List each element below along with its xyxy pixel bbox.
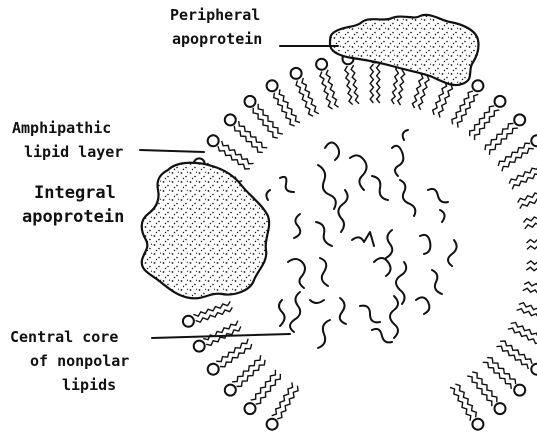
phospholipid-molecule bbox=[526, 261, 537, 274]
polar-head bbox=[472, 80, 483, 91]
polar-head bbox=[514, 385, 525, 396]
lipid-tail bbox=[526, 267, 537, 273]
lipid-tail bbox=[232, 355, 261, 382]
lipid-tail bbox=[419, 72, 432, 110]
lipid-tail bbox=[527, 244, 537, 250]
polar-head bbox=[225, 385, 236, 396]
lipid-tail bbox=[475, 110, 500, 140]
phospholipid-molecule bbox=[485, 114, 525, 154]
phospholipid-molecule bbox=[524, 209, 537, 229]
phospholipid-molecule bbox=[450, 384, 484, 430]
integral-apoprotein-shape bbox=[142, 163, 269, 299]
polar-head bbox=[194, 341, 205, 352]
amphipathic-label-line1: Amphipathic bbox=[12, 119, 111, 137]
polar-head bbox=[267, 419, 278, 430]
lipid-tail bbox=[398, 66, 406, 105]
polar-head bbox=[531, 364, 537, 375]
lipid-tail bbox=[251, 370, 276, 400]
integral-label-line1: Integral bbox=[34, 183, 116, 203]
core-label-line3: lipids bbox=[62, 376, 116, 394]
polar-head bbox=[183, 316, 194, 327]
phospholipid-molecule bbox=[523, 282, 537, 301]
phospholipid-molecule bbox=[527, 236, 537, 249]
lipid-tail bbox=[345, 66, 353, 105]
polar-head bbox=[245, 96, 256, 107]
lipid-tail bbox=[302, 78, 319, 114]
lipid-tail bbox=[472, 372, 497, 402]
phospholipid-molecule bbox=[498, 135, 537, 171]
amphipathic-leader-line bbox=[140, 150, 204, 152]
polar-head bbox=[495, 96, 506, 107]
polar-head bbox=[291, 68, 302, 79]
peripheral-label-line2: apoprotein bbox=[172, 30, 262, 48]
lipid-tail bbox=[527, 237, 537, 243]
phospholipid-molecule bbox=[291, 68, 319, 116]
polar-head bbox=[531, 135, 537, 146]
polar-head bbox=[316, 59, 327, 70]
lipid-tail bbox=[193, 301, 230, 316]
lipid-tail bbox=[517, 309, 537, 324]
polar-head bbox=[225, 114, 236, 125]
phospholipid-molecule bbox=[496, 341, 537, 375]
polar-head bbox=[245, 403, 256, 414]
phospholipid-molecule bbox=[245, 370, 281, 414]
lipid-tail bbox=[351, 65, 359, 104]
phospholipid-molecule bbox=[225, 355, 265, 395]
lipid-tail bbox=[370, 64, 373, 103]
lipid-tail bbox=[326, 70, 339, 108]
peripheral-label-line1: Peripheral bbox=[170, 6, 260, 24]
amphipathic-label-line2: lipid layer bbox=[24, 143, 123, 161]
phospholipid-molecule bbox=[452, 80, 484, 127]
lipid-tail bbox=[253, 108, 278, 138]
polar-head bbox=[495, 403, 506, 414]
phospholipid-molecule bbox=[183, 301, 232, 326]
phospholipid-molecule bbox=[267, 80, 301, 126]
core-label-line1: Central core bbox=[10, 328, 118, 346]
lipid-tail bbox=[392, 66, 400, 105]
lipid-tail bbox=[234, 126, 262, 153]
polar-head bbox=[208, 135, 219, 146]
polar-head bbox=[208, 364, 219, 375]
polar-head bbox=[514, 114, 525, 125]
polar-head bbox=[472, 419, 483, 430]
lipid-tail bbox=[508, 328, 537, 347]
core-label-line2: of nonpolar bbox=[30, 352, 129, 370]
lipid-tail bbox=[439, 82, 456, 118]
polar-head bbox=[267, 80, 278, 91]
lipid-tail bbox=[509, 165, 537, 184]
lipid-tail bbox=[377, 64, 380, 103]
phospholipid-molecule bbox=[509, 158, 537, 189]
integral-label-line2: apoprotein bbox=[22, 207, 124, 227]
lipid-tail bbox=[470, 106, 495, 136]
lipid-tail bbox=[485, 124, 514, 151]
phospholipid-molecule bbox=[518, 183, 537, 208]
lipid-tail bbox=[527, 261, 537, 267]
lipid-tail bbox=[524, 212, 537, 222]
phospholipid-molecule bbox=[517, 303, 537, 327]
phospholipid-molecule bbox=[470, 96, 506, 140]
phospholipid-molecule bbox=[208, 339, 252, 375]
lipid-tail bbox=[256, 374, 281, 404]
lipid-tail bbox=[523, 288, 537, 298]
phospholipid-molecule bbox=[267, 382, 299, 429]
lipid-tail bbox=[518, 188, 537, 203]
lipid-tail bbox=[489, 128, 518, 155]
phospholipid-molecule bbox=[316, 59, 339, 109]
lipid-tail bbox=[487, 358, 516, 385]
lipid-tail bbox=[237, 360, 266, 387]
nonpolar-lipid-core bbox=[266, 130, 456, 348]
phospholipid-molecule bbox=[343, 53, 360, 104]
